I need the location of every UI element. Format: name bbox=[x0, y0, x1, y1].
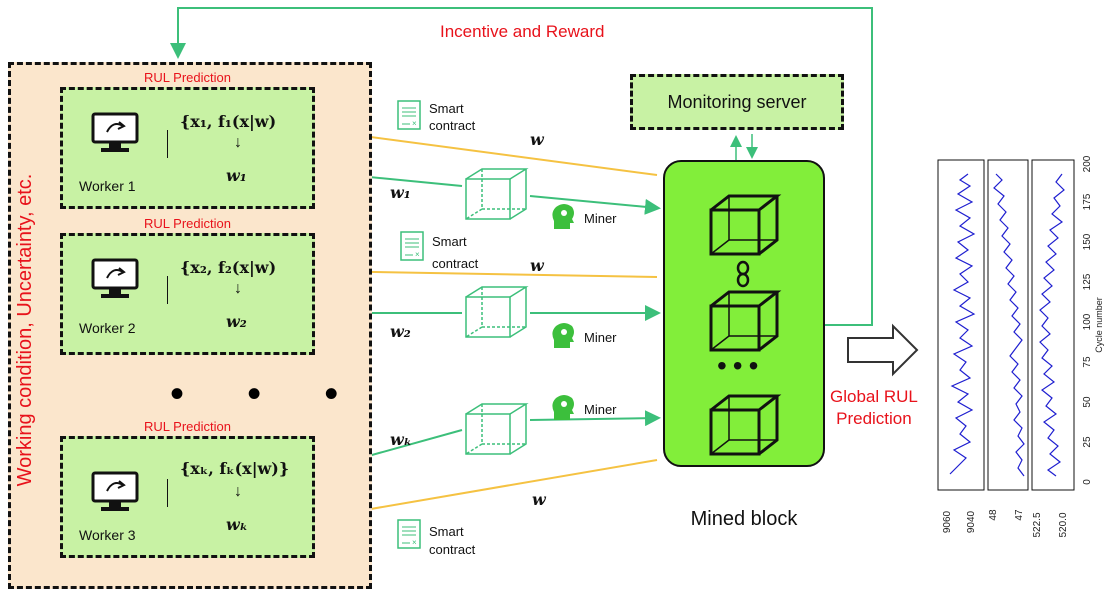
return-w-3: w bbox=[532, 490, 546, 509]
miner-head-icon bbox=[552, 204, 574, 229]
return-arrow-2 bbox=[314, 263, 658, 280]
global-rul-line1: Global RUL bbox=[830, 387, 918, 406]
document-icon: × bbox=[397, 519, 421, 549]
return-w-2: w bbox=[530, 256, 544, 275]
divider bbox=[167, 479, 168, 507]
return-arrow-1 bbox=[314, 123, 658, 176]
panel1-tick-a: 9060 bbox=[942, 510, 953, 533]
side-label: Working condition, Uncertainty, etc. bbox=[14, 173, 36, 487]
svg-text:×: × bbox=[412, 119, 417, 128]
miner-label: Miner bbox=[584, 211, 617, 226]
miner-head-icon bbox=[552, 395, 574, 420]
transaction-cube-icon bbox=[465, 403, 529, 455]
chart-panel-2 bbox=[987, 159, 1029, 491]
transaction-cube-icon bbox=[465, 286, 529, 338]
worker-formula: {xₖ, fₖ(x|w)} bbox=[180, 459, 290, 478]
y-tick-150: 150 bbox=[1082, 233, 1093, 250]
ellipsis: • • • bbox=[170, 372, 365, 416]
worker-name: Worker 2 bbox=[79, 320, 136, 336]
block-ellipsis: ••• bbox=[717, 350, 765, 381]
worker-name: Worker 3 bbox=[79, 527, 136, 543]
down-arrow-icon: ↓ bbox=[234, 483, 242, 500]
y-tick-25: 25 bbox=[1082, 436, 1093, 448]
worker-name: Worker 1 bbox=[79, 178, 136, 194]
monitor-icon bbox=[91, 258, 139, 305]
document-icon: × bbox=[400, 231, 424, 261]
smart-contract-line2: contract bbox=[429, 118, 476, 133]
down-arrow-icon: ↓ bbox=[234, 280, 242, 297]
flow-w-3: wₖ bbox=[390, 430, 413, 449]
worker-3-box[interactable]: Worker 3 {xₖ, fₖ(x|w)} ↓ wₖ bbox=[60, 436, 315, 558]
series-line-3 bbox=[1039, 173, 1065, 477]
smart-contract-line1: Smart bbox=[429, 524, 464, 539]
mined-block-label: Mined block bbox=[690, 508, 798, 530]
smart-contract-line2: contract bbox=[432, 256, 479, 271]
worker-2-box[interactable]: Worker 2 {x₂, f₂(x|w) ↓ w₂ bbox=[60, 233, 315, 355]
flow-w-1: w₁ bbox=[390, 183, 411, 202]
global-rul-line2: Prediction bbox=[836, 409, 912, 428]
miner-head-icon bbox=[552, 323, 574, 348]
smart-contract-line2: contract bbox=[429, 542, 476, 557]
y-tick-200: 200 bbox=[1082, 155, 1093, 172]
forward-arrow-1b bbox=[529, 195, 661, 215]
return-w-1: w bbox=[530, 130, 544, 149]
y-tick-125: 125 bbox=[1082, 273, 1093, 290]
svg-text:×: × bbox=[415, 250, 420, 259]
divider bbox=[167, 276, 168, 304]
monitor-icon bbox=[91, 471, 139, 518]
worker-formula: {x₁, f₁(x|w) bbox=[180, 112, 277, 131]
rul-title-3: RUL Prediction bbox=[144, 419, 231, 434]
block-cube-icon bbox=[709, 194, 782, 256]
worker-w-label: w₂ bbox=[226, 312, 247, 331]
y-tick-175: 175 bbox=[1082, 193, 1093, 210]
panel2-tick-b: 47 bbox=[1014, 509, 1025, 521]
incentive-label: Incentive and Reward bbox=[440, 22, 605, 41]
panel3-tick-b: 520.0 bbox=[1058, 512, 1069, 537]
global-rul-label: Global RUL Prediction bbox=[830, 386, 918, 430]
y-tick-75: 75 bbox=[1082, 356, 1093, 368]
incentive-loop-line bbox=[170, 7, 873, 326]
smart-contract-line1: Smart bbox=[432, 234, 467, 249]
forward-arrow-3b bbox=[529, 410, 661, 427]
worker-w-label: w₁ bbox=[226, 166, 247, 185]
svg-text:×: × bbox=[412, 538, 417, 547]
worker-w-label: wₖ bbox=[226, 515, 249, 534]
panel1-tick-b: 9040 bbox=[966, 510, 977, 533]
worker-1-box[interactable]: Worker 1 {x₁, f₁(x|w) ↓ w₁ bbox=[60, 87, 315, 209]
series-line-1 bbox=[949, 173, 976, 475]
miner-label: Miner bbox=[584, 330, 617, 345]
series-line-2 bbox=[993, 173, 1025, 477]
rul-chart: Cycle number 0 25 50 75 100 125 150 175 … bbox=[937, 155, 1104, 538]
return-arrow-3 bbox=[314, 459, 658, 524]
y-tick-50: 50 bbox=[1082, 396, 1093, 408]
panel3-tick-a: 522.5 bbox=[1032, 512, 1043, 537]
transaction-cube-icon bbox=[465, 168, 529, 220]
down-arrow-icon: ↓ bbox=[234, 134, 242, 151]
y-tick-100: 100 bbox=[1082, 313, 1093, 330]
smart-contract-line1: Smart bbox=[429, 101, 464, 116]
document-icon: × bbox=[397, 100, 421, 130]
flow-w-2: w₂ bbox=[390, 322, 411, 341]
worker-formula: {x₂, f₂(x|w) bbox=[180, 258, 277, 277]
mined-block-container[interactable]: ••• bbox=[663, 160, 825, 467]
rul-title-1: RUL Prediction bbox=[144, 70, 231, 85]
miner-label: Miner bbox=[584, 402, 617, 417]
y-axis-label: Cycle number bbox=[1094, 297, 1104, 353]
rul-title-2: RUL Prediction bbox=[144, 216, 231, 231]
panel2-tick-a: 48 bbox=[988, 509, 999, 521]
monitoring-server[interactable]: Monitoring server bbox=[630, 74, 844, 130]
monitor-icon bbox=[91, 112, 139, 159]
global-arrow-icon bbox=[847, 323, 919, 377]
divider bbox=[167, 130, 168, 158]
chain-link-icon bbox=[736, 260, 750, 288]
block-cube-icon bbox=[709, 290, 782, 352]
y-tick-0: 0 bbox=[1082, 479, 1093, 485]
block-cube-icon bbox=[709, 394, 782, 456]
chart-panel-3 bbox=[1031, 159, 1075, 491]
